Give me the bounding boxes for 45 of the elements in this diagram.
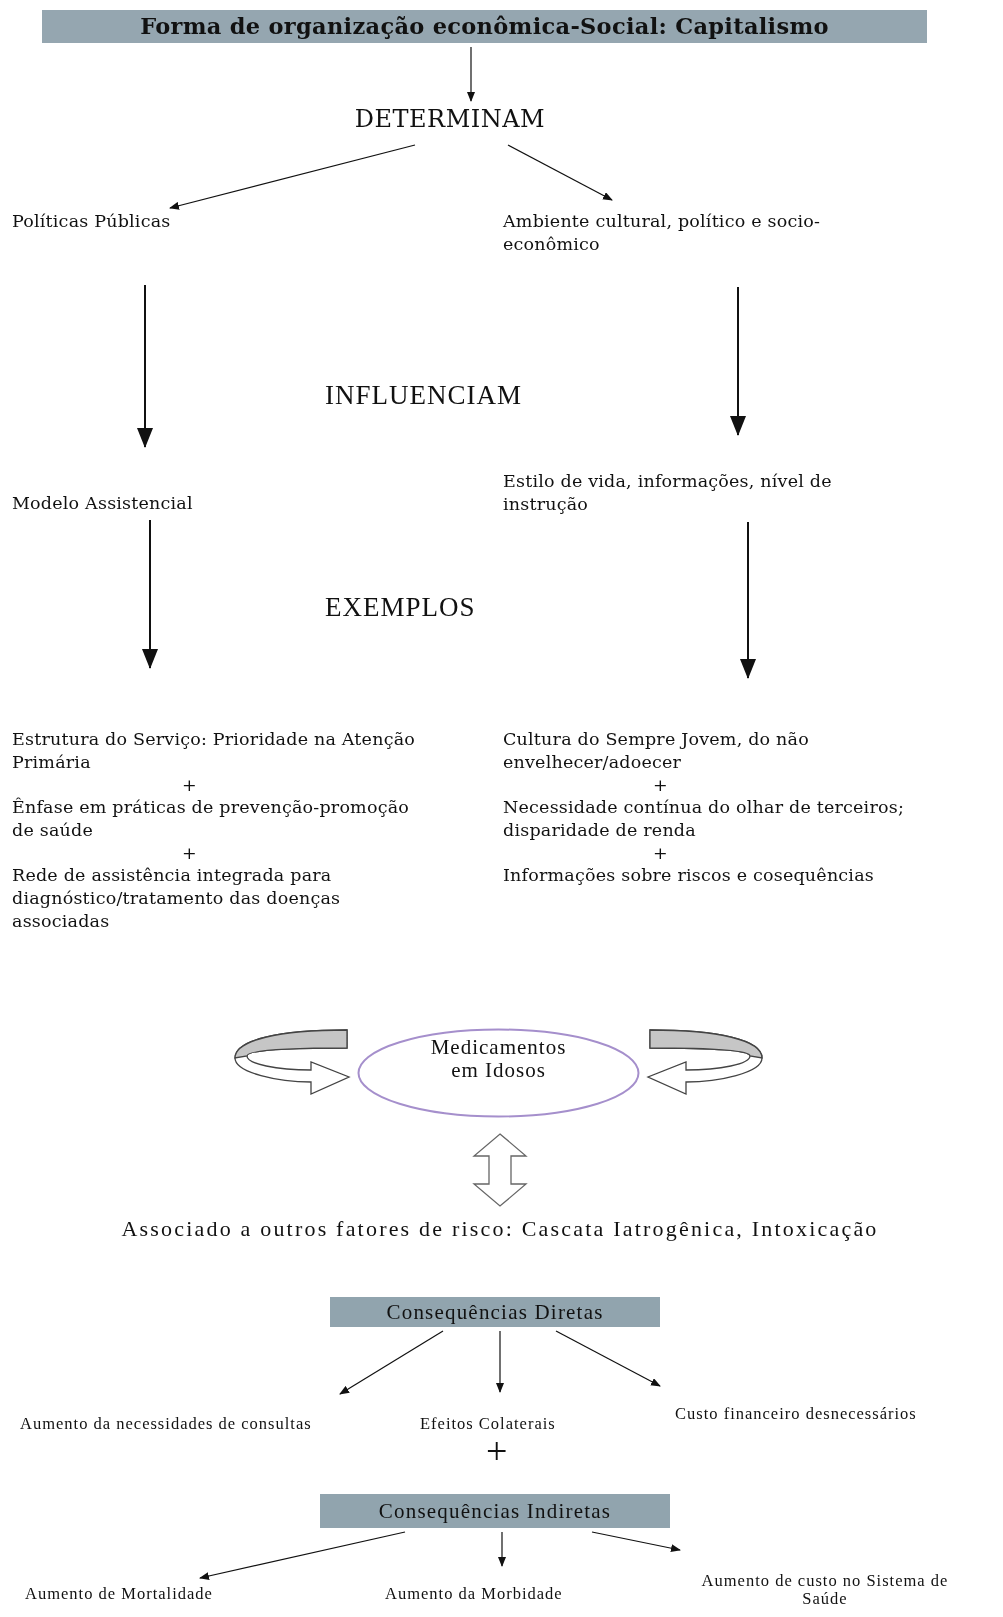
consequence-text: Aumento da Morbidade [385, 1584, 563, 1604]
relation-text: EXEMPLOS [325, 592, 476, 623]
consequence-text: Aumento da necessidades de consultas [20, 1414, 312, 1434]
example-text: Rede de assistência integrada para diagnóstico/tratamento das doenças associadas [12, 864, 342, 933]
arrow [169, 144, 416, 210]
example-text: Cultura do Sempre Jovem, do não envelhecer/adoecer [503, 728, 810, 774]
arrow [591, 1531, 681, 1553]
arrow [467, 46, 475, 102]
concept-text: Estilo de vida, informações, nível de instrução [503, 470, 833, 516]
concept-text: Ambiente cultural, político e socio-econômico [503, 210, 822, 256]
concept-text: Políticas Públicas [12, 210, 171, 233]
heading-text: DETERMINAM [354, 104, 546, 135]
example-text: Ênfase em práticas de prevenção-promoção de saúde [12, 796, 411, 842]
arrow [730, 286, 746, 436]
example-text: Estrutura do Serviço: Prioridade na Atenção Primária [12, 728, 416, 774]
node-text: Medicamentos em Idosos [429, 1036, 568, 1082]
relation-text: INFLUENCIAM [325, 380, 522, 411]
curved-arrow [234, 1029, 350, 1095]
consequence-text: Custo financeiro desnecessários [675, 1404, 917, 1424]
arrow [199, 1531, 406, 1580]
arrow [507, 144, 613, 201]
plus-sign: + [486, 1432, 508, 1470]
plus-sign: + [652, 842, 668, 864]
consequence-text: Aumento de Mortalidade [25, 1584, 213, 1604]
plus-sign: + [181, 842, 197, 864]
title-banner: Forma de organização econômica-Social: Capitalismo [42, 10, 927, 43]
example-text: Necessidade contínua do olhar de terceiros; disparidade de renda [503, 796, 905, 842]
example-text: Informações sobre riscos e cosequências [503, 864, 874, 887]
plus-sign: + [652, 774, 668, 796]
plus-sign: + [181, 774, 197, 796]
consequence-text: Aumento de custo no Sistema de Saúde [700, 1572, 950, 1608]
concept-text: Modelo Assistencial [12, 492, 193, 515]
consequence-banner: Consequências Diretas [330, 1297, 660, 1327]
arrow [137, 284, 153, 448]
arrow [555, 1330, 661, 1387]
arrow [496, 1330, 504, 1393]
arrow [740, 521, 756, 679]
risk-factor-text: Associado a outros fatores de risco: Cascata Iatrogênica, Intoxicação [121, 1215, 879, 1243]
consequence-banner: Consequências Indiretas [320, 1494, 670, 1528]
double-arrow [472, 1133, 528, 1207]
arrow [142, 519, 158, 669]
curved-arrow [647, 1029, 763, 1095]
consequence-text: Efeitos Colaterais [420, 1414, 556, 1434]
arrow [498, 1531, 506, 1567]
arrow [339, 1330, 444, 1395]
